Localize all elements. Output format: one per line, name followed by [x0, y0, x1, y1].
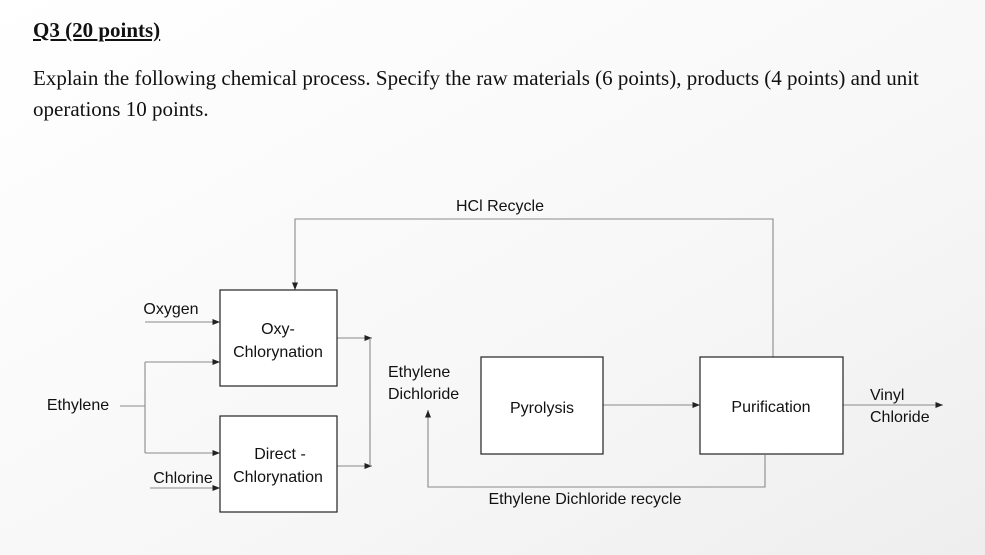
- direct-chlorination-label-1: Direct -: [254, 446, 306, 463]
- ethylene-feed-label: Ethylene: [47, 397, 109, 414]
- chlorine-label: Chlorine: [153, 470, 213, 487]
- oxygen-label: Oxygen: [143, 301, 198, 318]
- pyrolysis-box: [480, 356, 604, 455]
- question-text: Explain the following chemical process. …: [33, 66, 919, 121]
- edc-recycle-label: Ethylene Dichloride recycle: [489, 491, 682, 508]
- hcl-recycle-label: HCl Recycle: [456, 198, 544, 215]
- question-title: Q3 (20 points): [33, 18, 161, 42]
- edc-label-1: Ethylene: [388, 364, 450, 381]
- vinyl-chloride-label-2: Chloride: [870, 409, 930, 426]
- pyrolysis-label: Pyrolysis: [510, 400, 574, 417]
- edc-recycle-line: [424, 410, 766, 488]
- vinyl-chloride-label-1: Vinyl: [870, 387, 904, 404]
- oxy-chlorination-label-1: Oxy-: [261, 321, 295, 338]
- purification-box: [699, 356, 844, 455]
- direct-chlorination-label-2: Chlorynation: [233, 469, 323, 486]
- edc-label-2: Dichloride: [388, 386, 459, 403]
- oxy-chlorination-label-2: Chlorynation: [233, 344, 323, 361]
- hcl-recycle-line: [291, 218, 774, 357]
- purification-label: Purification: [731, 399, 810, 416]
- oxy-chlorination-box: [219, 289, 338, 387]
- direct-chlorination-box: [219, 415, 338, 513]
